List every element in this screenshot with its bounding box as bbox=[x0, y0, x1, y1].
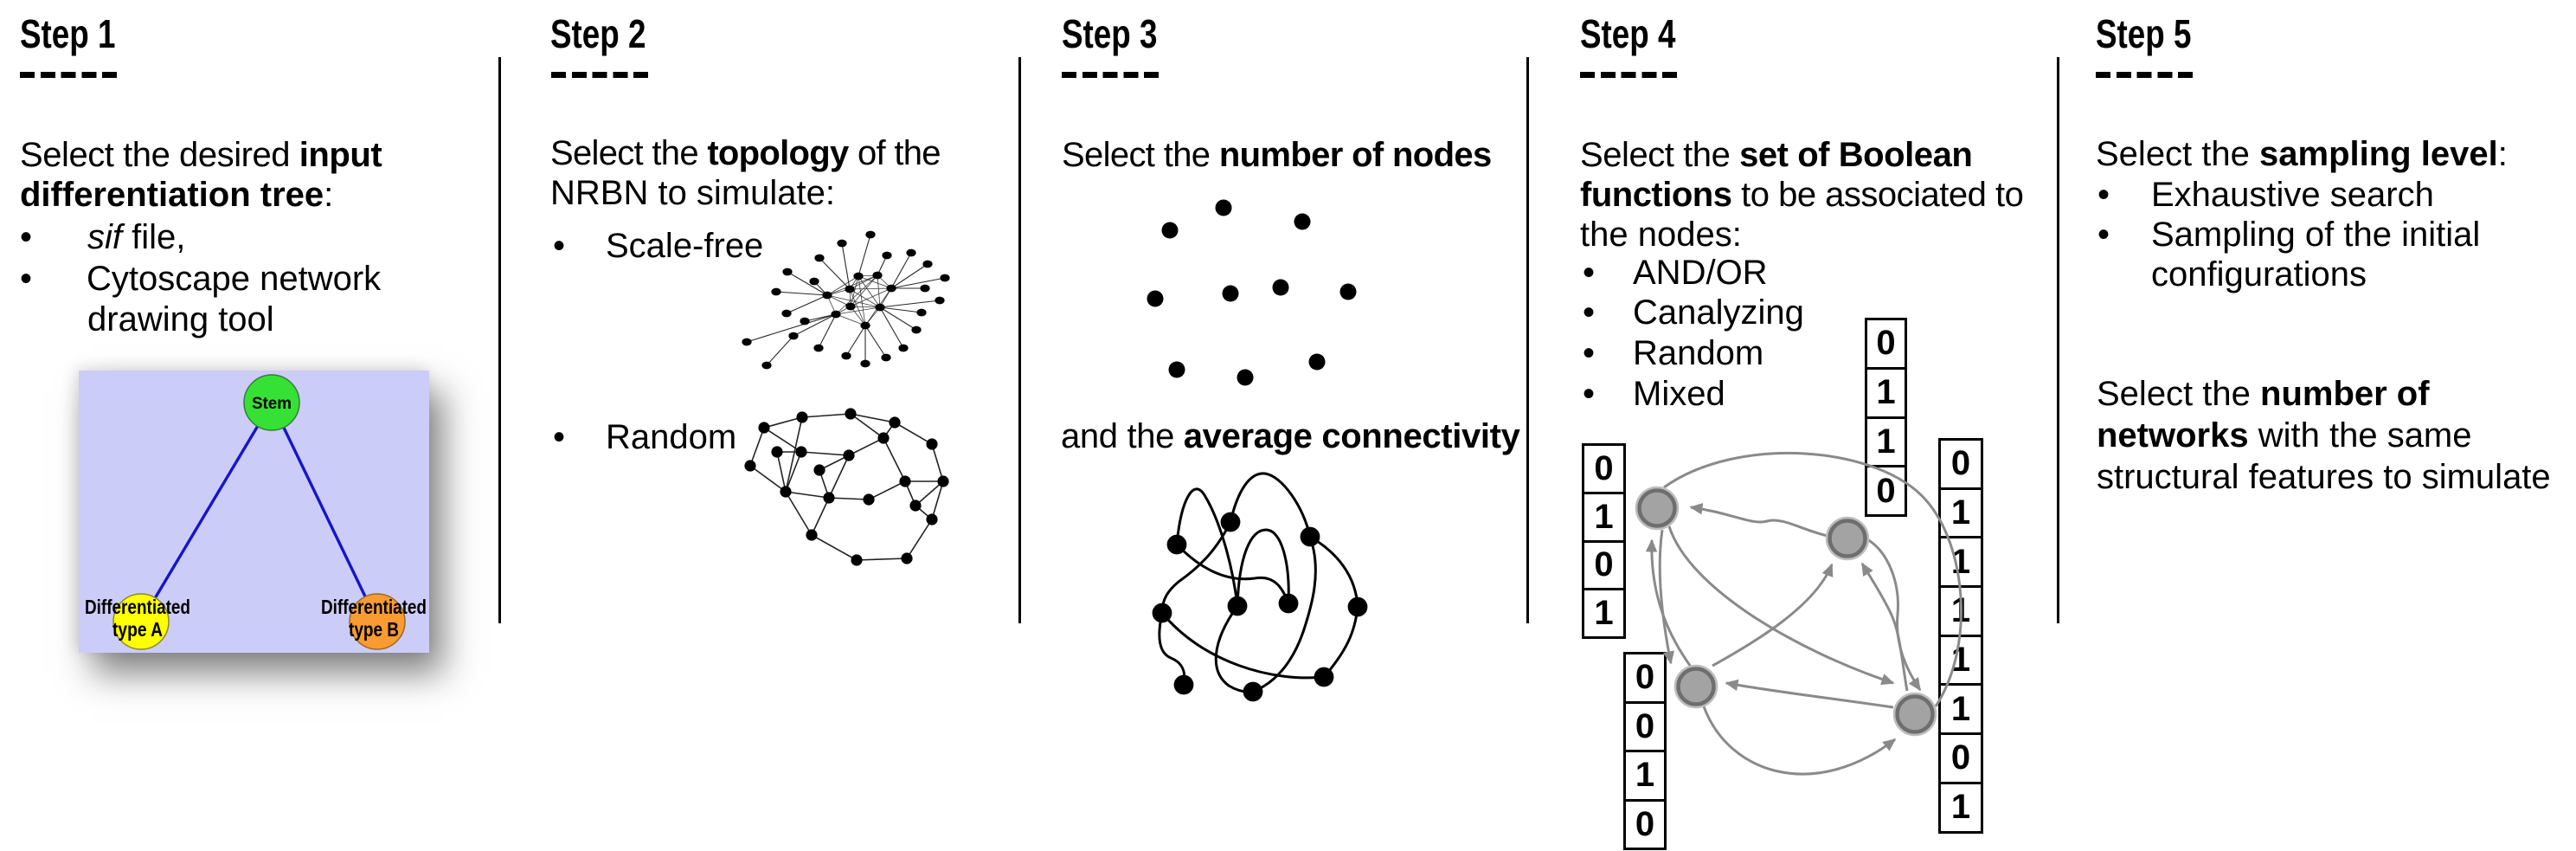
svg-text:Stem: Stem bbox=[252, 394, 292, 413]
svg-text:Differentiated: Differentiated bbox=[321, 596, 427, 618]
svg-text:Differentiated: Differentiated bbox=[85, 596, 190, 618]
svg-text:type A: type A bbox=[112, 618, 163, 641]
svg-text:type B: type B bbox=[349, 618, 399, 641]
